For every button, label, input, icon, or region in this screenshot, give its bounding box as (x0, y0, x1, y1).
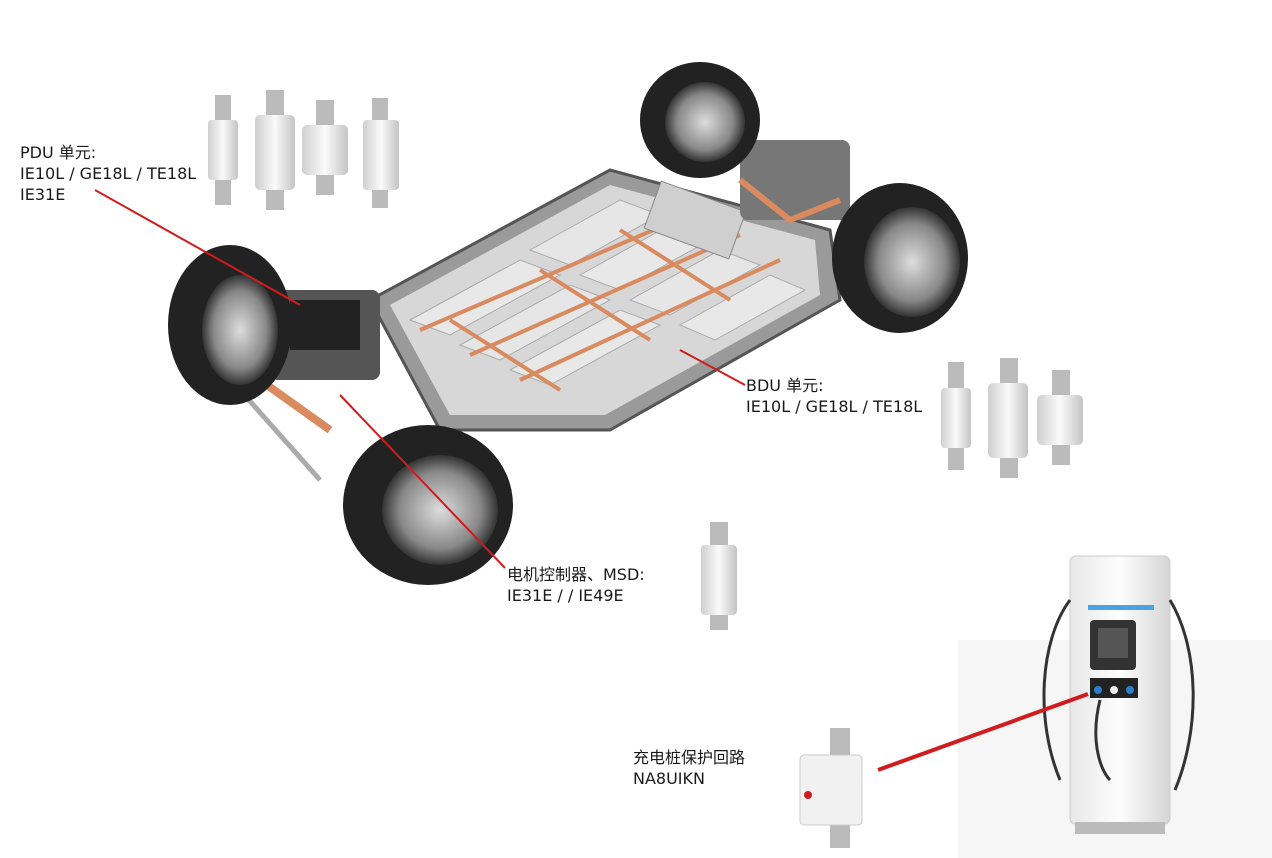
bdu-label: BDU 单元: IE10L / GE18L / TE18L (746, 375, 922, 417)
bdu-title: BDU 单元: (746, 376, 824, 395)
leader-lines (94, 189, 1089, 772)
bdu-leader (679, 349, 746, 386)
motor-fuse (701, 522, 737, 630)
pdu-fuses (208, 90, 399, 210)
charger-leader (877, 692, 1089, 772)
charging-station (958, 555, 1272, 858)
charger-fuse-model: NA8UIKN (633, 769, 705, 788)
motor-fuse-models: IE31E / / IE49E (507, 586, 624, 605)
motor-leader (339, 394, 506, 569)
front-drive-unit (238, 290, 380, 482)
pdu-fuse-models: IE10L / GE18L / TE18L (20, 164, 197, 183)
rear-drive-unit (738, 140, 850, 224)
charger-fuse (799, 728, 863, 848)
bdu-fuse-models: IE10L / GE18L / TE18L (746, 397, 923, 416)
pdu-fuse-models-2: IE31E (20, 185, 66, 204)
chassis (238, 140, 850, 482)
motor-label: 电机控制器、MSD: IE31E / / IE49E (507, 564, 645, 606)
charger-title: 充电桩保护回路 (633, 748, 746, 767)
pdu-leader (94, 189, 301, 306)
bdu-fuses (941, 358, 1083, 478)
pdu-title: PDU 单元: (20, 143, 97, 162)
wheels (168, 62, 968, 585)
motor-title: 电机控制器、MSD: (507, 565, 645, 584)
pdu-label: PDU 单元: IE10L / GE18L / TE18L IE31E (20, 142, 196, 205)
charger-label: 充电桩保护回路 NA8UIKN (633, 747, 745, 789)
